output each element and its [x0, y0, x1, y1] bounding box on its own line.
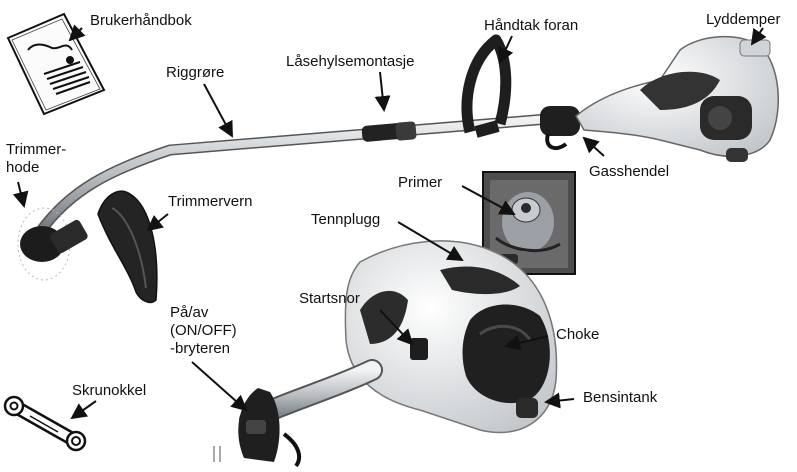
label-primer: Primer [398, 174, 442, 192]
label-trimmervern: Trimmervern [168, 193, 252, 211]
label-choke: Choke [556, 326, 599, 344]
engine-closeup [214, 241, 556, 466]
label-lyddemper: Lyddemper [706, 11, 781, 29]
label-handtak-foran: Håndtak foran [484, 17, 578, 35]
label-lasehylsemontasje: Låsehylsemontasje [286, 53, 414, 71]
label-bensintank: Bensintank [583, 389, 657, 407]
label-gasshendel: Gasshendel [589, 163, 669, 181]
label-trimmerhode: Trimmer- hode [6, 141, 66, 177]
label-brukerhandbok: Brukerhåndbok [90, 12, 192, 30]
trimmer-head-and-guard [18, 191, 157, 302]
label-tennplugg: Tennplugg [311, 211, 380, 229]
wrench-illustration [5, 397, 85, 450]
label-pa-av-bryteren: På/av (ON/OFF) -bryteren [170, 304, 237, 358]
label-riggrore: Riggrøre [166, 64, 224, 82]
label-skrunokkel: Skrunokkel [72, 382, 146, 400]
label-startsnor: Startsnor [299, 290, 360, 308]
